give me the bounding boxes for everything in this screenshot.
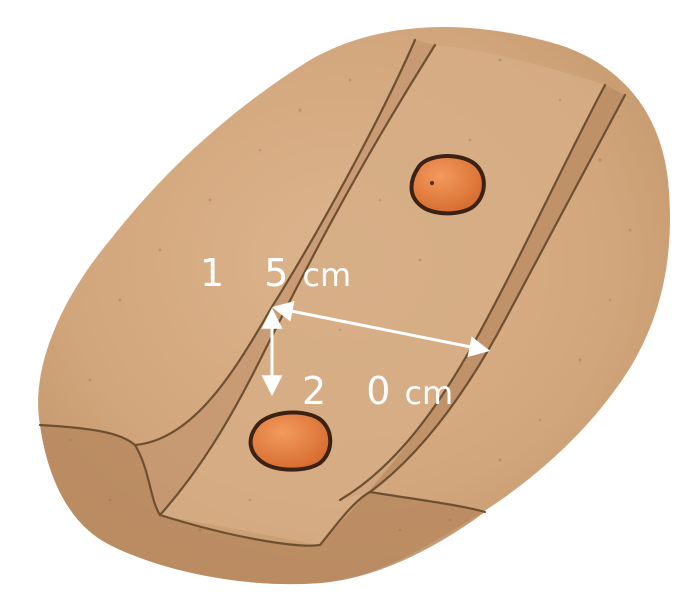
seed-bottom	[251, 412, 331, 469]
seed-spacing-value: 1 5	[200, 251, 302, 295]
seed-top	[412, 156, 484, 213]
row-width-value: 2 0	[302, 369, 404, 413]
row-width-unit: cm	[404, 374, 453, 412]
row-width-label: 2 0cm	[302, 372, 453, 410]
seed-spacing-unit: cm	[302, 256, 351, 294]
seed-spacing-label: 1 5cm	[200, 254, 351, 292]
